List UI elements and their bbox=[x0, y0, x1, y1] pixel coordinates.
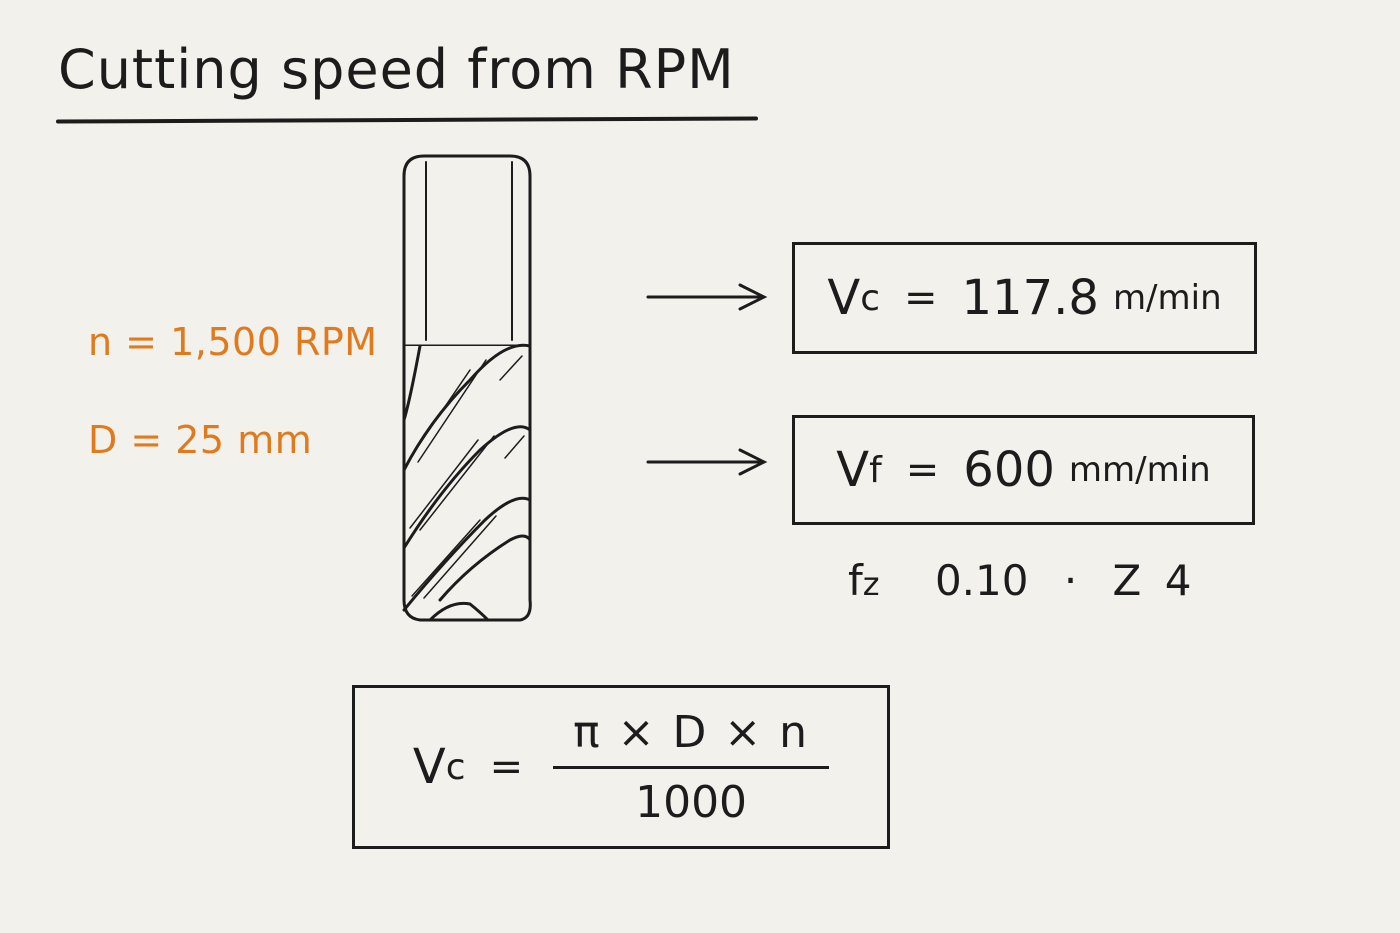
result-value: 117.8 bbox=[961, 270, 1099, 326]
result-unit: m/min bbox=[1112, 278, 1222, 318]
result-unit: mm/min bbox=[1068, 450, 1211, 490]
formula-denominator: 1000 bbox=[635, 776, 748, 828]
fraction-bar bbox=[553, 765, 830, 769]
formula-lhs-subscript: c bbox=[445, 746, 466, 788]
z-variable: Z bbox=[1112, 556, 1142, 605]
rpm-label: n = 1,500 RPM bbox=[88, 320, 378, 364]
formula-fraction: π × D × n 1000 bbox=[553, 706, 830, 828]
result-variable: V bbox=[836, 442, 870, 498]
page-title: Cutting speed from RPM bbox=[58, 38, 735, 101]
multiply-dot: · bbox=[1063, 556, 1078, 605]
result-variable: V bbox=[827, 270, 861, 326]
fz-value: 0.10 bbox=[934, 556, 1029, 605]
arrow-right-icon bbox=[646, 283, 768, 311]
result-subscript: f bbox=[869, 449, 882, 491]
fz-variable: f bbox=[848, 556, 863, 605]
arrow-right-icon bbox=[646, 448, 768, 476]
z-value: 4 bbox=[1164, 556, 1192, 605]
diameter-label: D = 25 mm bbox=[88, 418, 313, 462]
feed-parameters-note: fz 0.10 · Z 4 bbox=[848, 556, 1213, 605]
equals-sign: = bbox=[904, 275, 938, 321]
fz-subscript: z bbox=[862, 565, 880, 603]
formula-equals: = bbox=[489, 744, 524, 790]
result-value: 600 bbox=[963, 442, 1055, 498]
end-mill-icon bbox=[402, 154, 532, 622]
result-subscript: c bbox=[860, 277, 880, 319]
formula-numerator: π × D × n bbox=[573, 706, 810, 758]
formula-lhs-variable: V bbox=[412, 739, 446, 795]
equals-sign: = bbox=[905, 447, 940, 493]
